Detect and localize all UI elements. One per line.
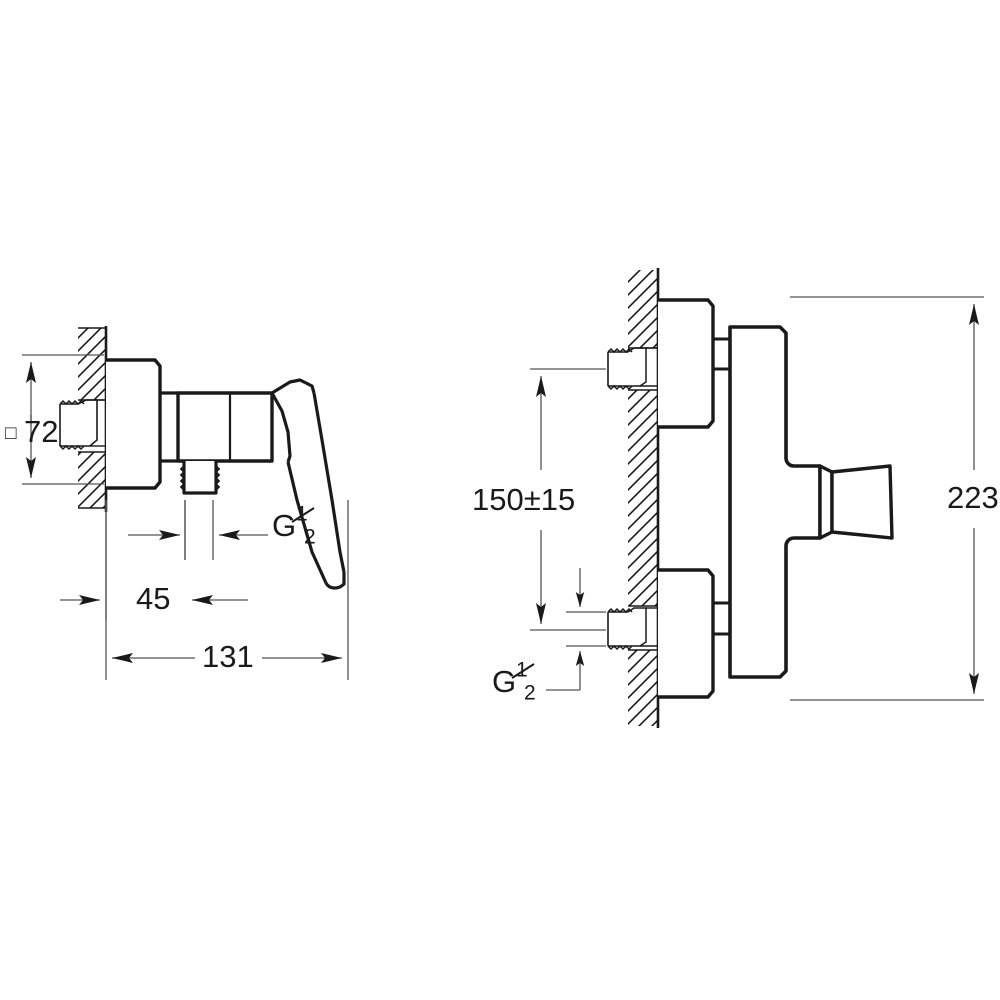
g-den-right: 2 xyxy=(524,682,536,705)
escutcheon-left xyxy=(106,358,162,490)
inlet-connector-lower-right xyxy=(607,607,658,651)
escutcheon-lower-right xyxy=(658,568,715,699)
dimension-150-value: 150±15 xyxy=(472,482,575,517)
dimension-g-half-right-label: G 1 2 xyxy=(492,659,536,705)
g-letter-left: G xyxy=(272,508,296,543)
dimension-150: 150±15 xyxy=(472,368,606,631)
mixer-neck-left xyxy=(160,391,178,463)
g-num-right: 1 xyxy=(516,659,528,682)
g-num-left: 1 xyxy=(296,503,308,526)
dimension-131: 131 xyxy=(105,500,349,680)
left-view-side-elevation: □ 72 45 G 1 2 xyxy=(5,326,349,680)
dimension-72: □ 72 xyxy=(5,354,104,485)
dimension-45-value: 45 xyxy=(136,581,170,616)
lever-handle-right xyxy=(818,464,894,540)
dimension-72-symbol: □ xyxy=(5,423,17,444)
dimension-45: 45 xyxy=(60,500,248,620)
outlet-nipple-left xyxy=(179,461,221,495)
dimension-131-value: 131 xyxy=(202,639,254,674)
dimension-223-value: 223 xyxy=(947,480,999,515)
mixer-body-left xyxy=(176,391,274,463)
wall-section-left xyxy=(78,326,108,512)
g-letter-right: G xyxy=(492,664,516,699)
inlet-connector-upper-right xyxy=(607,347,658,391)
dimension-g-half-left-label: G 1 2 xyxy=(272,503,316,549)
lever-handle-left xyxy=(270,378,346,590)
escutcheon-upper-right xyxy=(658,298,715,429)
dimension-72-value: 72 xyxy=(24,414,58,449)
inlet-connector-left xyxy=(59,399,106,451)
dimension-g-half-right: G 1 2 xyxy=(492,568,606,705)
mixer-body-right xyxy=(728,325,822,679)
dimension-g-half-left: G 1 2 xyxy=(128,500,316,560)
g-den-left: 2 xyxy=(304,526,316,549)
dimension-223: 223 xyxy=(790,296,999,701)
wall-section-right xyxy=(628,268,660,728)
right-view-front-elevation: 150±15 G 1 2 xyxy=(472,268,999,728)
mixer-necks-right xyxy=(713,337,730,636)
